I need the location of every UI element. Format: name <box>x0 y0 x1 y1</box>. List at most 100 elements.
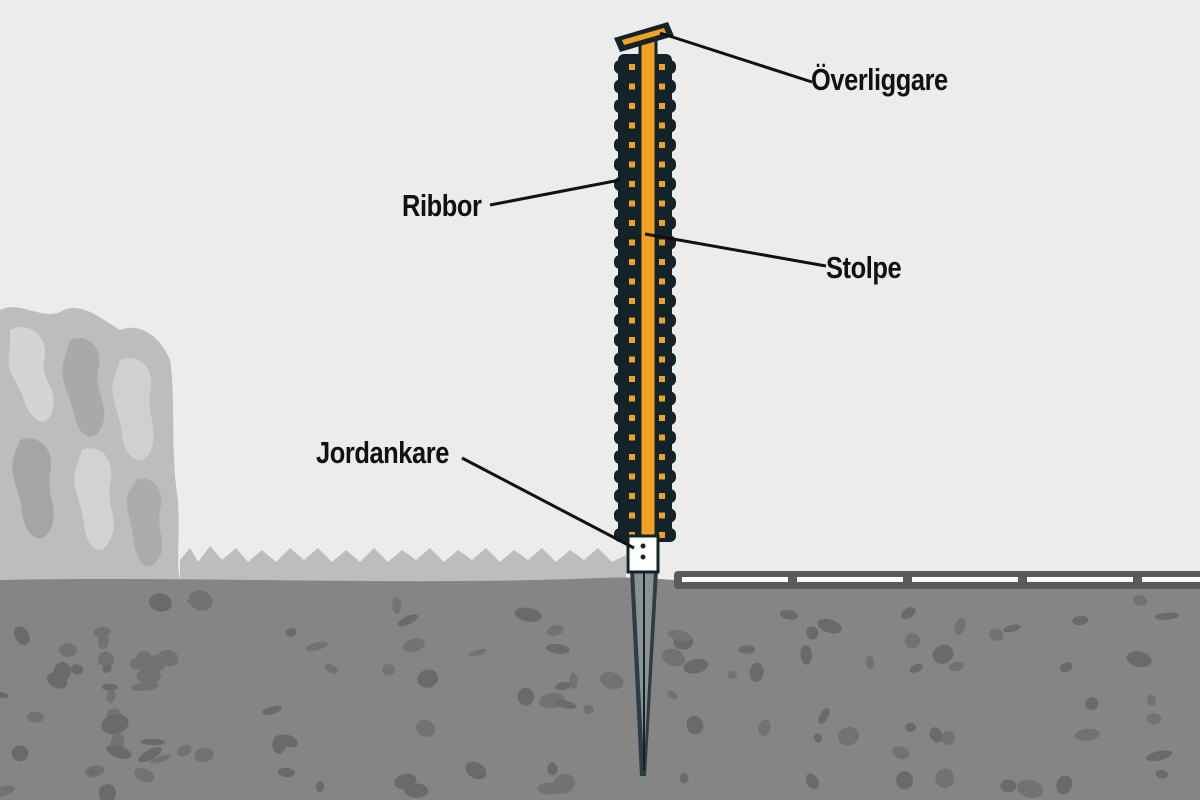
stone <box>0 691 9 699</box>
stone <box>305 641 329 651</box>
stone <box>188 590 213 611</box>
stone <box>517 687 535 706</box>
rib-square <box>629 298 635 304</box>
stone <box>0 785 15 797</box>
stone <box>140 738 166 746</box>
hedge-icon <box>0 307 626 582</box>
stone <box>97 632 109 650</box>
stone <box>1056 775 1073 795</box>
stone <box>667 691 678 699</box>
stone <box>932 644 954 665</box>
road-dash <box>1142 577 1200 582</box>
stone <box>98 784 116 800</box>
stone <box>277 767 296 778</box>
stone <box>1146 713 1162 725</box>
stone <box>97 651 115 668</box>
stone <box>102 664 112 673</box>
rib-square <box>659 317 665 324</box>
stone <box>27 711 44 723</box>
stone <box>800 644 812 665</box>
stone <box>569 672 578 690</box>
rib-square <box>659 220 665 226</box>
ground-stones <box>0 590 1180 800</box>
stone <box>11 745 29 762</box>
rib-square <box>659 415 665 421</box>
rib-square <box>659 181 665 187</box>
stone <box>546 624 564 637</box>
road-dash <box>1027 577 1133 582</box>
stone <box>904 632 920 649</box>
stone <box>989 628 1004 641</box>
stone <box>1074 728 1100 741</box>
stone <box>929 727 943 743</box>
stone <box>1133 594 1147 606</box>
stone <box>59 643 78 657</box>
rib-square <box>629 356 635 363</box>
ground <box>0 577 1200 800</box>
stone <box>194 748 214 763</box>
rib-square <box>629 239 635 246</box>
rib-square <box>629 200 635 207</box>
rib-square <box>629 493 635 499</box>
rib-square <box>629 473 635 480</box>
stone <box>102 683 118 691</box>
stone <box>806 626 819 640</box>
rib-square <box>629 103 635 109</box>
stone <box>465 761 487 780</box>
stone <box>101 714 129 735</box>
stone <box>838 726 859 746</box>
stone <box>935 768 955 789</box>
rib-square <box>629 278 635 285</box>
stone <box>546 644 570 654</box>
stone <box>70 664 84 675</box>
road-dash <box>912 577 1018 582</box>
stone <box>324 663 339 674</box>
stone <box>661 648 686 667</box>
stone <box>514 607 542 622</box>
rib-square <box>629 181 635 187</box>
rib-square <box>659 103 665 109</box>
ribs-leader <box>489 178 621 207</box>
rib-square <box>659 434 665 441</box>
stone <box>683 658 709 674</box>
stone <box>738 645 756 654</box>
top-rail-leader <box>659 31 813 84</box>
stone <box>667 630 692 642</box>
road-edge-icon <box>674 571 1200 589</box>
stone <box>909 663 923 673</box>
rib-square <box>629 142 635 148</box>
rib-square <box>659 122 665 129</box>
stone <box>1146 750 1173 761</box>
rib-square <box>659 142 665 148</box>
stone <box>780 610 798 620</box>
stone <box>158 649 179 667</box>
stone <box>1000 779 1017 793</box>
top-rail-label: Överliggare <box>811 62 948 97</box>
rib-square <box>629 337 635 343</box>
stone <box>1154 612 1180 620</box>
rib-square <box>629 83 635 90</box>
stone <box>1003 624 1021 633</box>
rib-square <box>629 454 635 460</box>
stone <box>315 781 325 792</box>
ground-anchor-label: Jordankare <box>316 435 449 470</box>
rib-square <box>659 356 665 363</box>
stone <box>901 607 916 619</box>
stone <box>749 662 764 682</box>
rib-square <box>629 395 635 402</box>
stone <box>131 682 159 692</box>
rib-square <box>659 454 665 460</box>
stone <box>468 648 488 657</box>
stone <box>865 655 875 669</box>
rib-square <box>659 83 665 90</box>
rib-square <box>629 122 635 129</box>
stone <box>136 667 161 685</box>
road-dash <box>797 577 903 582</box>
stone <box>686 715 704 735</box>
stone <box>382 663 395 676</box>
post-label: Stolpe <box>826 250 902 285</box>
ribs-label: Ribbor <box>402 188 482 223</box>
stone <box>941 730 956 746</box>
rib-square <box>659 473 665 480</box>
post-leader <box>644 232 827 268</box>
